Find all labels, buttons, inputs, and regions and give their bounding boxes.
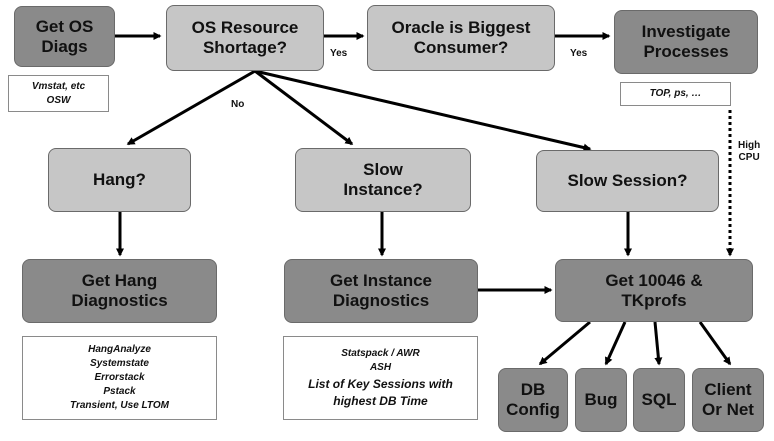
node-line: Oracle is Biggest xyxy=(391,18,531,38)
node-line: DB xyxy=(520,380,546,400)
note-line: ASH xyxy=(369,362,392,373)
node-line: Shortage? xyxy=(202,38,288,57)
node-line: Processes xyxy=(643,42,729,61)
node-os-resource-shortage: OS Resource Shortage? xyxy=(166,5,324,71)
edge-label-line: CPU xyxy=(738,152,760,163)
arrow-10046-to-client-net xyxy=(698,321,732,366)
edge-label-high-cpu: High CPU xyxy=(738,140,760,164)
node-line: Diagnostics xyxy=(71,291,168,310)
node-line: Consumer? xyxy=(413,38,509,57)
node-line: Or Net xyxy=(702,400,754,419)
arrow-10046-to-db-config xyxy=(538,320,591,366)
node-slow-instance: Slow Instance? xyxy=(295,148,471,212)
node-line: TKprofs xyxy=(621,290,687,310)
node-get-10046-tkprofs: Get 10046 & TKprofs xyxy=(555,259,753,322)
node-line: Bug xyxy=(584,390,618,410)
arrow-shortage-to-slow-instance xyxy=(254,69,354,146)
note-hang-tools: HangAnalyze Systemstate Errorstack Pstac… xyxy=(22,336,217,420)
node-get-os-diags: Get OS Diags xyxy=(14,6,115,67)
node-investigate-processes: Investigate Processes xyxy=(614,10,758,74)
note-line: Vmstat, etc xyxy=(31,80,86,92)
node-line: Get 10046 & xyxy=(605,270,703,290)
note-line: Transient, Use LTOM xyxy=(70,400,169,411)
note-line: Statspack / AWR xyxy=(341,348,420,359)
node-db-config: DB Config xyxy=(498,368,568,432)
node-line: Instance? xyxy=(343,180,423,199)
node-line: SQL xyxy=(641,390,677,410)
edge-label-yes: Yes xyxy=(570,48,588,59)
note-line: Pstack xyxy=(103,386,136,397)
node-line: Investigate xyxy=(641,22,731,42)
node-hang: Hang? xyxy=(48,148,191,212)
node-get-hang-diagnostics: Get Hang Diagnostics xyxy=(22,259,217,323)
arrow-shortage-to-slow-session xyxy=(254,69,592,152)
note-line: highest DB Time xyxy=(333,394,428,408)
node-line: OS Resource xyxy=(191,18,299,38)
node-sql: SQL xyxy=(633,368,685,432)
node-line: Get Hang xyxy=(81,271,158,291)
note-line: Errorstack xyxy=(94,372,145,383)
note-line: OSW xyxy=(46,94,71,106)
node-line: Slow xyxy=(363,160,403,180)
node-line: Config xyxy=(506,400,560,419)
node-line: Get OS xyxy=(35,16,94,36)
node-line: Client xyxy=(704,380,752,400)
node-bug: Bug xyxy=(575,368,627,432)
node-line: Get Instance xyxy=(329,271,433,291)
note-line: List of Key Sessions with xyxy=(308,377,453,391)
arrow-10046-to-sql xyxy=(653,321,663,366)
edge-label-line: High xyxy=(738,140,761,151)
node-line: Hang? xyxy=(93,170,146,190)
edge-label-no: No xyxy=(231,99,245,110)
note-line: Systemstate xyxy=(90,358,149,369)
node-line: Slow Session? xyxy=(567,171,688,191)
node-client-or-net: Client Or Net xyxy=(692,368,764,432)
node-get-instance-diagnostics: Get Instance Diagnostics xyxy=(284,259,478,323)
node-oracle-biggest-consumer: Oracle is Biggest Consumer? xyxy=(367,5,555,71)
arrow-10046-to-bug xyxy=(604,321,627,366)
arrow-shortage-to-hang xyxy=(126,69,256,146)
edge-label-yes: Yes xyxy=(330,48,348,59)
note-os-tools: Vmstat, etc OSW xyxy=(8,75,109,112)
node-line: Diagnostics xyxy=(332,291,430,310)
node-slow-session: Slow Session? xyxy=(536,150,719,212)
node-line: Diags xyxy=(41,36,88,56)
note-process-tools: TOP, ps, … xyxy=(620,82,731,106)
note-instance-tools: Statspack / AWR ASH List of Key Sessions… xyxy=(283,336,478,420)
note-line: HangAnalyze xyxy=(88,344,151,355)
note-line: TOP, ps, … xyxy=(649,88,702,99)
